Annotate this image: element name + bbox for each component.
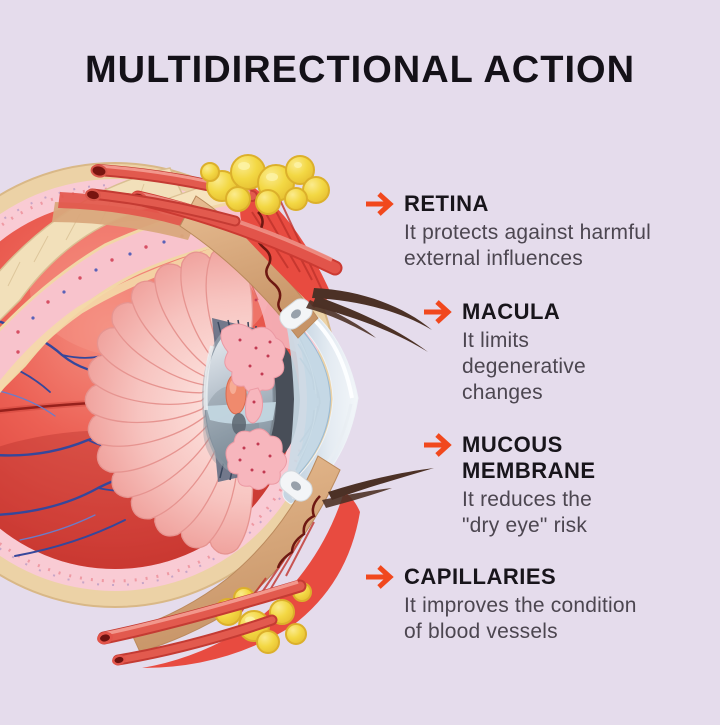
eyelashes	[306, 288, 434, 508]
arrow-right-icon	[366, 565, 394, 589]
annotation-mucous-membrane: MUCOUS MEMBRANE It reduces the "dry eye"…	[422, 432, 596, 539]
annotation-heading: RETINA	[404, 191, 489, 216]
arrow-right-icon	[424, 433, 452, 457]
blood-vessels-bottom	[97, 579, 307, 666]
annotation-description: It reduces the "dry eye" risk	[462, 488, 593, 537]
annotation-description: It improves the condition of blood vesse…	[404, 594, 637, 643]
ciliary-processes	[220, 323, 287, 490]
annotation-heading: MACULA	[462, 299, 561, 324]
page-title: MULTIDIRECTIONAL ACTION	[84, 49, 636, 91]
annotation-heading: CAPILLARIES	[404, 564, 557, 589]
annotation-description: It limits degenerative changes	[462, 329, 586, 404]
annotation-capillaries: CAPILLARIES It improves the condition of…	[364, 564, 637, 645]
limbus-plates	[279, 298, 313, 502]
fat-tissue-top	[200, 154, 330, 215]
annotation-heading: MUCOUS MEMBRANE	[462, 432, 596, 483]
annotation-retina: RETINA It protects against harmful exter…	[364, 191, 651, 272]
annotation-description: It protects against harmful external inf…	[404, 221, 652, 270]
arrow-right-icon	[366, 192, 394, 216]
arrow-right-icon	[424, 300, 452, 324]
annotation-macula: MACULA It limits degenerative changes	[422, 299, 586, 406]
lower-lid-margin-line	[276, 495, 321, 569]
